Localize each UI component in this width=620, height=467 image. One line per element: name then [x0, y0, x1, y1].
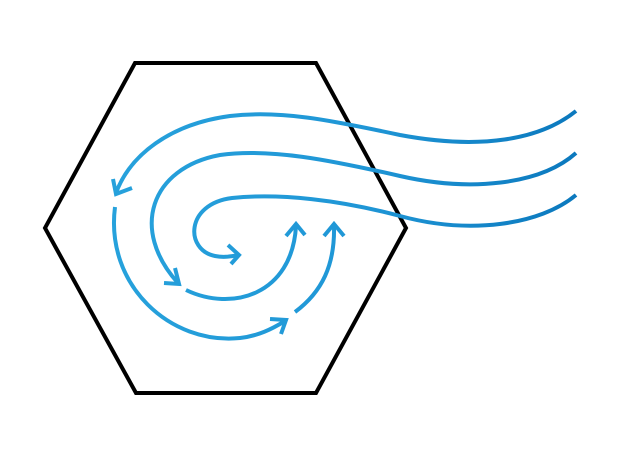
middle-return-arc	[185, 225, 298, 302]
outer-return-arc	[111, 206, 287, 341]
outer-flow-arrowhead	[111, 178, 133, 197]
hexagon-outline	[42, 61, 409, 395]
middle-return-arrowhead	[284, 220, 307, 238]
outer-return-arrowhead	[269, 317, 289, 335]
inner-flow-line	[192, 193, 578, 259]
airflow-lines	[111, 109, 578, 341]
middle-flow-arrowhead	[163, 267, 182, 287]
outer-flow-line	[114, 109, 578, 194]
inner-return-arc	[293, 225, 337, 314]
inner-flow-arrowhead	[226, 243, 242, 266]
inner-return-arrowhead	[322, 220, 346, 238]
middle-flow-line	[149, 150, 578, 285]
